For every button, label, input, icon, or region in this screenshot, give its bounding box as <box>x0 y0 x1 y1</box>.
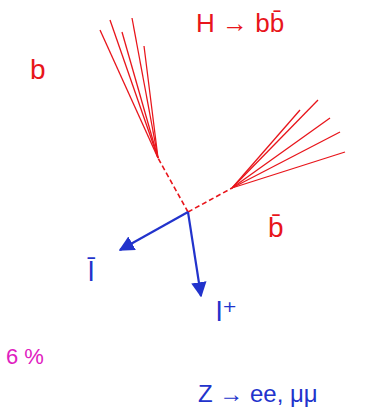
lepton-label: l⁺ <box>216 298 237 326</box>
higgs-decay-line <box>158 158 232 212</box>
lepton-label: l̄ <box>88 258 94 286</box>
fraction-label: 6 % <box>6 346 44 368</box>
bbar-jet <box>232 100 345 188</box>
decay-label: Z → ee, μμ <box>198 382 318 406</box>
jet-label: b <box>30 56 46 84</box>
b-jet <box>100 18 158 158</box>
lepton-arrow <box>120 212 201 296</box>
decay-label: H → bb̄ <box>196 10 284 36</box>
jet-label: b̄ <box>268 214 284 242</box>
